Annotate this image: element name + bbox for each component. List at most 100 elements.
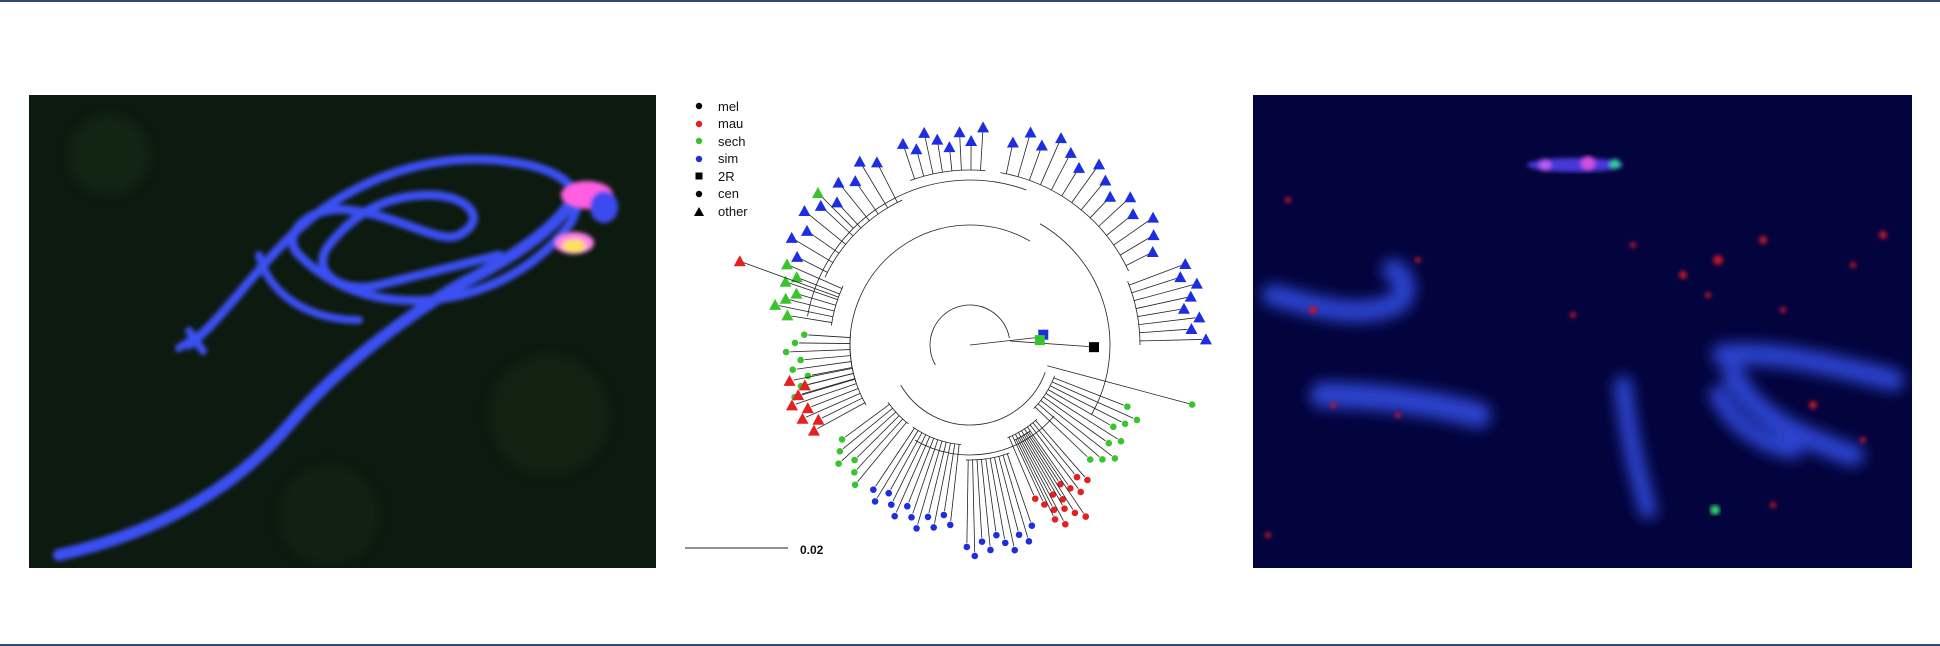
bottom-border <box>0 644 1940 646</box>
tree-tip <box>1086 456 1094 463</box>
tree-tip <box>851 469 858 476</box>
metaphase-drawing <box>1253 95 1912 568</box>
tree-tip <box>1073 473 1081 481</box>
tree-tip <box>965 135 978 147</box>
top-border <box>0 0 1940 2</box>
tree-tip <box>781 309 794 321</box>
tree-tip <box>1177 302 1190 314</box>
tree-tip <box>946 521 954 529</box>
tree-tip <box>769 298 782 310</box>
tree-tip <box>943 141 956 153</box>
legend-dot-icon <box>688 120 710 128</box>
tree-tip <box>1109 423 1117 431</box>
tree-tip <box>913 525 920 532</box>
tree-tip <box>851 481 859 489</box>
tree-tip <box>785 231 798 243</box>
tree-tip <box>1055 132 1068 144</box>
tree-tip <box>797 356 804 364</box>
tree-tip <box>1049 491 1057 498</box>
tree-tip <box>798 204 811 216</box>
tree-tip <box>1035 139 1048 151</box>
tree-tip-2r <box>1034 335 1045 346</box>
tree-tip <box>1067 485 1074 492</box>
red-probe-signals <box>1265 197 1887 538</box>
tree-tip <box>1121 420 1129 428</box>
tree-tip <box>953 126 966 138</box>
tree-tip <box>963 543 971 551</box>
tree-tip <box>814 199 827 211</box>
tree-tip <box>779 275 792 287</box>
tree-tip <box>785 399 798 411</box>
legend-label: 2R <box>718 168 735 184</box>
tree-tip <box>1071 509 1079 517</box>
tree-tip <box>1061 505 1068 512</box>
tree-tip <box>1133 416 1141 424</box>
tree-tip <box>783 374 796 386</box>
legend-item-sech: sech <box>688 133 745 149</box>
tree-tip <box>789 366 797 374</box>
tree-tip <box>1126 208 1139 220</box>
tree-tip <box>1006 136 1019 148</box>
tree-tip <box>790 287 803 299</box>
tree-tip <box>871 498 879 505</box>
tree-tip <box>836 447 844 455</box>
tree-tip <box>1099 174 1112 186</box>
tree-tip <box>1193 311 1206 323</box>
tree-tip <box>1025 538 1033 545</box>
tree-tip <box>1093 158 1106 170</box>
tree-tip <box>807 424 820 436</box>
tree-tip <box>1190 277 1203 289</box>
tree-tip <box>870 486 877 493</box>
circular-phylogenetic-tree <box>685 121 1212 560</box>
tree-tip <box>792 389 805 401</box>
legend-label: sech <box>718 133 746 149</box>
tree-tip <box>801 402 814 414</box>
tree-tip <box>931 133 944 145</box>
tree-tip <box>1031 495 1039 503</box>
tree-tip <box>918 126 931 138</box>
tree-tip <box>978 538 986 545</box>
tree-tip <box>812 413 825 425</box>
tree-tip <box>940 511 948 519</box>
tree-tip <box>1147 229 1160 241</box>
tree-tip <box>910 143 923 155</box>
tree-tip <box>733 255 746 267</box>
tree-tip <box>780 258 793 270</box>
tree-tip <box>1174 271 1187 283</box>
chromosome-drawing <box>29 95 656 568</box>
tree-tip <box>896 137 909 149</box>
tree-tip <box>1105 439 1113 447</box>
tree-tip <box>1041 501 1048 508</box>
tree-tip <box>1117 437 1125 445</box>
tree-tip <box>811 186 824 198</box>
tree-tip <box>851 456 858 464</box>
scale-bar-label: 0.02 <box>800 543 824 557</box>
tree-tip <box>1001 539 1009 547</box>
tree-tip <box>1062 520 1069 528</box>
tree-tip <box>1104 190 1117 202</box>
tree-tip <box>832 176 845 188</box>
tree-tip <box>804 372 812 380</box>
yellow-probe-signal <box>562 239 586 253</box>
legend-square-icon <box>688 172 710 180</box>
tree-tip <box>1051 516 1059 523</box>
legend-triangle-icon <box>688 206 710 216</box>
legend-item-sim: sim <box>688 151 738 167</box>
tree-tip <box>1011 546 1019 554</box>
tree-tip-2r <box>1088 342 1099 353</box>
legend-dot-icon <box>688 137 710 145</box>
tree-tip <box>987 546 994 554</box>
tree-tip <box>924 513 932 521</box>
tree-tip <box>1185 323 1198 335</box>
tree-tip <box>903 502 911 510</box>
tree-tip <box>1188 401 1196 408</box>
tree-tip <box>835 460 842 467</box>
legend-item-2R: 2R <box>688 168 735 184</box>
tree-tip <box>1059 495 1067 503</box>
legend-dot-icon <box>688 190 710 198</box>
tree-tip <box>798 379 811 391</box>
tree-tip <box>1146 246 1159 258</box>
tree-tip <box>796 412 809 424</box>
tree-tip <box>1073 161 1086 173</box>
